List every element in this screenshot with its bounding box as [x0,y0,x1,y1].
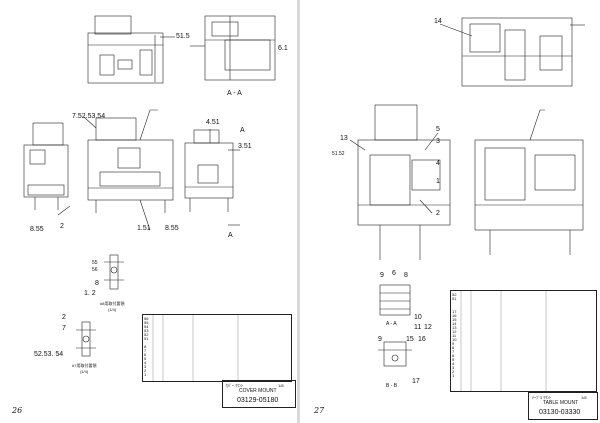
title-block-right: ﾃｰﾌﾞﾙ ﾏｳﾝﾄ TABLE MOUNT 1/8 03130-03330 [528,392,598,420]
callout-a-top: A [240,127,245,134]
parts-row-1: 56 [144,316,149,321]
rparts-row-15: 7 [452,349,455,354]
callout-51-52: 51.52 [332,151,345,157]
right-drawing-page: 14 13 51.52 5 3 4 1 2 9 6 8 10 11 12 A -… [300,0,600,423]
callout-16: 16 [418,336,426,343]
callout-1: 1 [436,178,440,185]
rparts-row-14: 8 [452,345,455,350]
rparts-row-2: 51 [452,296,457,301]
callout-3-51: 3.51 [238,143,252,150]
callout-12: 12 [424,324,432,331]
caption-lower-sub: (1/4) [80,369,89,374]
rparts-row-20: 2 [452,369,455,374]
table-mount-drawing [349,17,585,367]
parts-row-11: 6 [144,352,147,357]
parts-row-16: 1 [144,372,147,377]
parts-list-right: 52 51 17 16 15 14 13 12 11 10 9 8 7 6 5 … [450,290,597,392]
callout-9: 9 [380,272,384,279]
parts-row-10: 7 [144,348,147,353]
page-number-left: 26 [12,406,23,415]
parts-list-left-grid [152,315,239,381]
title-block-right-number: 03130-03330 [539,409,581,416]
caption-upper-sub: (1/4) [108,307,117,312]
parts-row-14: 3 [144,364,147,369]
parts-row-3: 54 [144,324,149,329]
title-block-left-scale: 1/8 [278,383,284,388]
title-block-right-title-en: TABLE MOUNT [543,400,579,406]
callout-5: 5 [436,126,440,133]
callout-8-55-right: 8.55 [165,225,179,232]
rparts-row-16: 6 [452,353,455,358]
callout-8-55-left: 8.55 [30,226,44,233]
callout-2: 2 [436,210,440,217]
rparts-row-8: 14 [452,321,457,326]
parts-list-right-grid [460,291,547,391]
parts-row-6: 51 [144,336,149,341]
rparts-row-18: 4 [452,361,455,366]
callout-8: 8 [404,272,408,279]
callout-51-5: 51.5 [176,33,190,40]
callout-7: 7 [62,325,66,332]
callout-56: 56 [92,267,98,273]
callout-6: 6.1 [278,45,288,52]
page-gutter [297,0,300,423]
callout-4: 4 [436,160,440,167]
title-block-right-title: ﾃｰﾌﾞﾙ ﾏｳﾝﾄ [532,395,552,400]
callout-14: 14 [434,18,442,25]
left-drawing-page: 51.5 6.1 A - A 7.52.53.54 4.51 3.51 A 8.… [0,0,297,423]
callout-4-51: 4.51 [206,119,220,126]
callout-52-54: 52.53. 54 [34,351,64,358]
title-block-right-scale: 1/8 [581,395,587,400]
title-block-left: ｶﾊﾞｰ ﾏｳﾝﾄ COVER MOUNT 1/8 03129-05180 [222,380,296,408]
rparts-row-11: 11 [452,333,457,338]
page-number-right: 27 [314,406,325,415]
callout-11: 11 [414,324,422,331]
parts-row-4: 53 [144,328,149,333]
callout-1-2: 1. 2 [84,290,96,297]
rparts-row-1: 52 [452,292,457,297]
rparts-row-19: 3 [452,365,455,370]
rparts-row-10: 12 [452,329,457,334]
title-block-left-title-en: COVER MOUNT [239,388,277,394]
callout-15: 15 [406,336,414,343]
rparts-row-7: 15 [452,317,457,322]
caption-lower: #7用取付要領 [72,363,97,368]
callout-13: 13 [340,135,348,142]
parts-list-left: 56 55 54 53 52 51 8 7 6 5 4 3 2 1 [142,314,292,382]
section-label-bb: B - B [386,383,398,389]
caption-upper: #8用取付要領 [100,301,125,306]
cover-mount-drawing [23,15,276,357]
rparts-row-5: 17 [452,309,457,314]
callout-2b: 2 [62,314,66,321]
title-block-left-number: 03129-05180 [237,397,279,404]
parts-row-15: 2 [144,368,147,373]
rparts-row-17: 5 [452,357,455,362]
callout-2: 2 [60,223,64,230]
parts-row-13: 4 [144,360,147,365]
parts-row-9: 8 [144,344,147,349]
section-label-aa: A - A [227,90,242,97]
rparts-row-6: 16 [452,313,457,318]
callout-10: 10 [414,314,422,321]
section-label-aa-right: A - A [386,321,397,327]
callout-a-bottom: A [228,232,233,239]
callout-9b: 9 [378,336,382,343]
callout-55: 55 [92,260,98,266]
callout-7-52: 7.52.53.54 [72,113,106,120]
parts-row-5: 52 [144,332,149,337]
parts-row-2: 55 [144,320,149,325]
parts-row-12: 5 [144,356,147,361]
rparts-row-21: 1 [452,373,455,378]
title-block-left-title: ｶﾊﾞｰ ﾏｳﾝﾄ [226,383,244,388]
rparts-row-13: 9 [452,341,455,346]
callout-1-51: 1.51 [137,225,151,232]
rparts-row-9: 13 [452,325,457,330]
rparts-row-12: 10 [452,337,457,342]
callout-8: 8 [95,280,99,287]
callout-6: 6 [392,270,396,277]
callout-3: 3 [436,138,440,145]
callout-17: 17 [412,378,420,385]
